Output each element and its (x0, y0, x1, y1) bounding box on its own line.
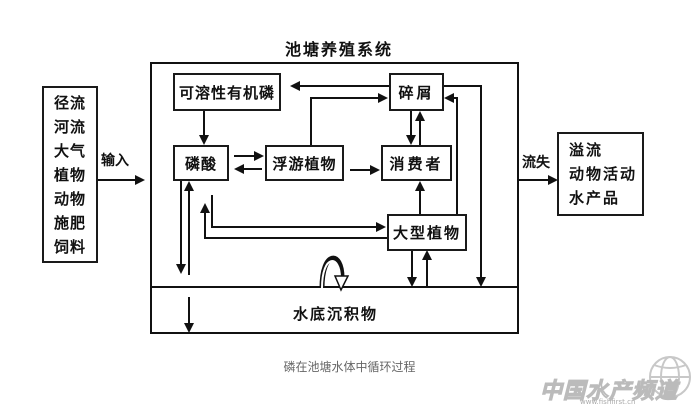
input-source-item: 大气 (53, 141, 86, 160)
arrow-macro-to-phosphate (200, 203, 387, 239)
input-sources-box: 径流 河流 大气 植物 动物 施肥 饲料 (42, 86, 98, 263)
watermark-url: www.fishfirst.cn (580, 398, 636, 406)
node-label: 磷酸 (184, 154, 217, 173)
node-label: 浮游植物 (272, 154, 337, 173)
node-consumers: 消费者 (381, 145, 452, 181)
watermark: 中国水产频道 www.fishfirst.cn (520, 355, 695, 409)
system-title: 池塘养殖系统 (285, 40, 394, 59)
figure-caption: 磷在池塘水体中循环过程 (283, 360, 416, 374)
system-boundary (150, 62, 519, 334)
node-label: 碎屑 (398, 83, 435, 102)
input-source-item: 径流 (53, 93, 86, 112)
node-label: 大型植物 (392, 224, 461, 242)
node-phytoplankton: 浮游植物 (265, 145, 344, 181)
input-label: 输入 (101, 153, 129, 169)
node-label: 可溶性有机磷 (178, 83, 275, 102)
arrow-macro-to-detritus (444, 93, 458, 215)
node-detritus: 碎屑 (389, 73, 444, 111)
watermark-text: 中国水产频道 (539, 379, 679, 405)
input-source-item: 植物 (53, 165, 86, 184)
node-label: 消费者 (389, 154, 444, 173)
arrow-detritus-to-sediment (443, 85, 486, 287)
input-source-item: 动物 (53, 189, 86, 208)
output-sinks-box: 溢流 动物活动 水产品 (557, 132, 644, 216)
input-source-item: 河流 (53, 117, 86, 136)
resuspension-arrow (319, 255, 350, 292)
output-sink-item: 水产品 (569, 189, 621, 207)
node-soluble-organic-phosphorus: 可溶性有机磷 (173, 73, 281, 111)
node-macrophytes: 大型植物 (387, 214, 467, 251)
arrow-phyto-to-detritus (310, 93, 388, 145)
node-phosphate: 磷酸 (173, 145, 229, 181)
input-source-item: 饲料 (53, 237, 86, 256)
globe-icon (649, 356, 691, 398)
output-label: 流失 (522, 155, 550, 171)
output-sink-item: 动物活动 (569, 165, 638, 183)
arrow-phosphate-to-macro (211, 195, 386, 232)
sediment-label: 水底沉积物 (293, 305, 379, 323)
input-source-item: 施肥 (53, 213, 86, 232)
output-sink-item: 溢流 (569, 141, 604, 159)
